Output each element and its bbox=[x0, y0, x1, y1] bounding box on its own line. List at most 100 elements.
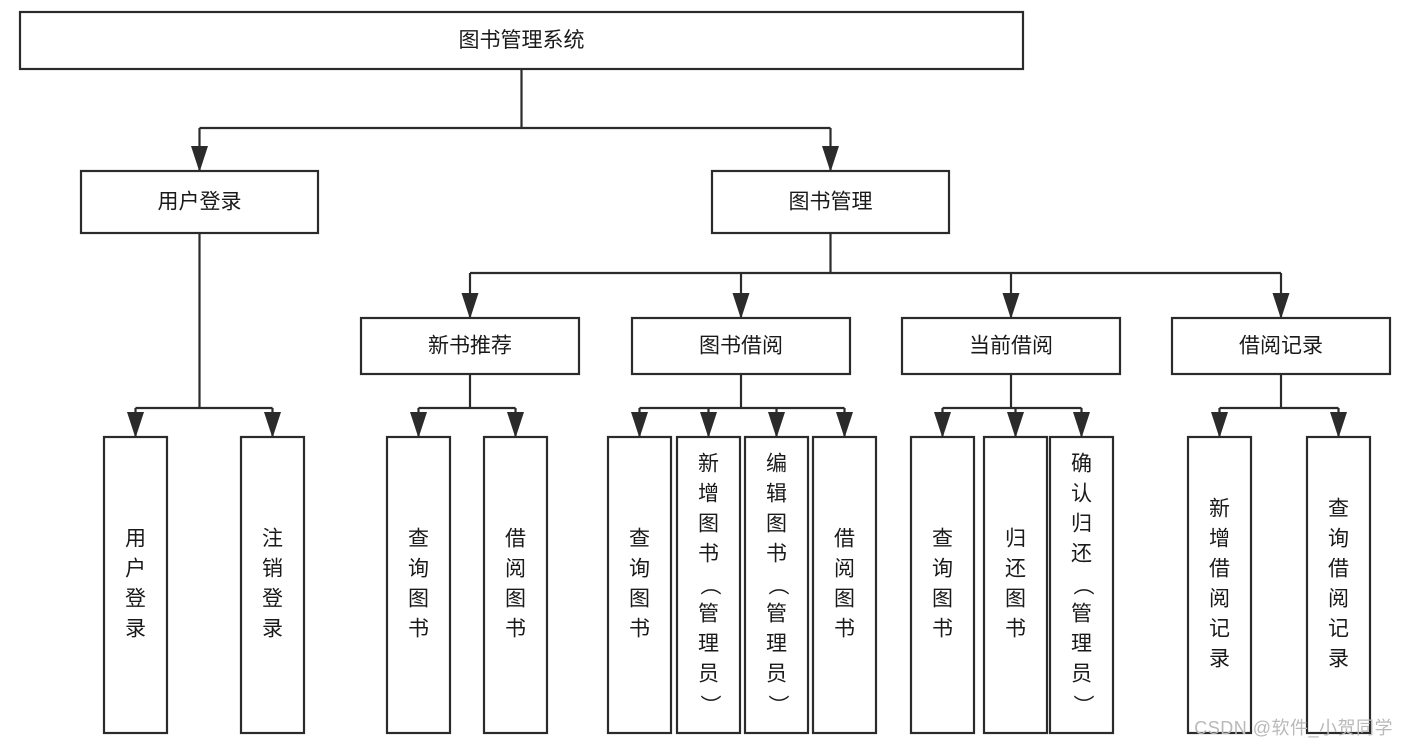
node-label-leaf-borrow-book-recommend-char-0: 借 bbox=[505, 528, 526, 551]
node-label-leaf-user-login-char-2: 登 bbox=[125, 588, 146, 611]
node-label-leaf-borrow-book-char-3: 书 bbox=[834, 618, 855, 641]
node-box-leaf-logout-login bbox=[239, 435, 306, 735]
user-login-to-leaves-arrow-0 bbox=[127, 412, 144, 438]
node-box-user-login bbox=[79, 169, 320, 235]
node-label-leaf-borrow-book-char-1: 阅 bbox=[834, 558, 855, 581]
node-new-book-recommend[interactable]: 新书推荐 bbox=[359, 316, 581, 376]
node-box-leaf-add-book bbox=[675, 435, 742, 735]
node-label-leaf-add-book-char-0: 新 bbox=[698, 453, 719, 476]
node-label-leaf-edit-book-char-7: 员 bbox=[766, 663, 787, 686]
node-label-leaf-query-book-recommend-char-0: 查 bbox=[408, 528, 429, 551]
node-label-leaf-edit-book-char-5: 管 bbox=[766, 603, 787, 626]
book-borrow-to-leaves-arrow-2 bbox=[768, 412, 785, 438]
node-label-leaf-add-book-char-7: 员 bbox=[698, 663, 719, 686]
new-book-recommend-to-leaves-arrow-0 bbox=[410, 412, 427, 438]
node-label-leaf-return-book-char-0: 归 bbox=[1005, 528, 1026, 551]
node-box-book-borrow bbox=[630, 316, 852, 376]
book-borrow-to-leaves-arrow-3 bbox=[836, 412, 853, 438]
node-label-leaf-return-book-char-3: 书 bbox=[1005, 618, 1026, 641]
node-label-leaf-add-book-char-6: 理 bbox=[698, 633, 719, 656]
new-book-recommend-to-leaves-arrow-1 bbox=[507, 412, 524, 438]
node-label-leaf-return-book-char-1: 还 bbox=[1005, 558, 1026, 581]
node-label-leaf-logout-login-char-2: 登 bbox=[262, 588, 283, 611]
node-label-leaf-add-borrow-record-char-1: 增 bbox=[1209, 528, 1230, 551]
node-label-leaf-query-borrow-record-char-5: 录 bbox=[1328, 648, 1349, 671]
node-label-leaf-edit-book-char-3: 书 bbox=[766, 543, 787, 566]
node-label-leaf-confirm-return-char-2: 归 bbox=[1071, 513, 1092, 536]
node-label-leaf-query-book-current-char-0: 查 bbox=[932, 528, 953, 551]
node-label-leaf-edit-book-char-4: （ bbox=[766, 575, 789, 596]
node-label-leaf-edit-book-char-1: 辑 bbox=[766, 483, 787, 506]
node-box-leaf-borrow-book-recommend bbox=[482, 435, 549, 735]
bookmgmt-to-level2-arrow-1 bbox=[732, 293, 750, 319]
node-box-current-borrow bbox=[900, 316, 1122, 376]
node-label-leaf-logout-login-char-3: 录 bbox=[262, 618, 283, 641]
node-box-leaf-edit-book bbox=[743, 435, 810, 735]
node-label-leaf-borrow-book-char-2: 图 bbox=[834, 588, 855, 611]
node-box-leaf-confirm-return bbox=[1048, 435, 1115, 735]
node-label-leaf-query-borrow-record-char-2: 借 bbox=[1328, 558, 1349, 581]
user-login-to-leaves-arrow-1 bbox=[264, 412, 281, 438]
node-label-leaf-confirm-return-char-5: 管 bbox=[1071, 603, 1092, 626]
borrow-record-to-leaves-arrow-0 bbox=[1211, 412, 1228, 438]
node-book-management[interactable]: 图书管理 bbox=[710, 169, 951, 235]
node-label-leaf-user-login-char-1: 户 bbox=[125, 558, 146, 581]
node-label-leaf-query-book-current-char-3: 书 bbox=[932, 618, 953, 641]
node-label-leaf-query-book-borrow-char-0: 查 bbox=[629, 528, 650, 551]
node-root[interactable]: 图书管理系统 bbox=[18, 10, 1025, 71]
root-to-level1-arrow-1 bbox=[822, 146, 839, 172]
node-leaf-user-login[interactable]: 用户登录 bbox=[102, 435, 169, 735]
node-label-leaf-add-book-char-2: 图 bbox=[698, 513, 719, 536]
node-label-leaf-logout-login-char-1: 销 bbox=[262, 558, 283, 581]
node-label-leaf-query-book-borrow-char-3: 书 bbox=[629, 618, 650, 641]
node-label-leaf-user-login-char-0: 用 bbox=[125, 528, 146, 551]
node-book-borrow[interactable]: 图书借阅 bbox=[630, 316, 852, 376]
node-label-leaf-add-book-char-4: （ bbox=[698, 575, 721, 596]
node-label-book-management: 图书管理 bbox=[789, 191, 873, 214]
node-label-leaf-borrow-book-recommend-char-3: 书 bbox=[505, 618, 526, 641]
csdn-watermark: CSDN @软件_小贺同学 bbox=[1194, 718, 1393, 738]
node-label-leaf-query-book-borrow-char-2: 图 bbox=[629, 588, 650, 611]
node-label-leaf-logout-login-char-0: 注 bbox=[262, 528, 283, 551]
node-current-borrow[interactable]: 当前借阅 bbox=[900, 316, 1122, 376]
node-box-new-book-recommend bbox=[359, 316, 581, 376]
node-label-leaf-confirm-return-char-8: ） bbox=[1071, 695, 1094, 716]
node-label-leaf-edit-book-char-8: ） bbox=[766, 695, 789, 716]
node-label-leaf-query-borrow-record-char-4: 记 bbox=[1328, 618, 1349, 641]
node-label-leaf-confirm-return-char-7: 员 bbox=[1071, 663, 1092, 686]
node-box-leaf-query-borrow-record bbox=[1305, 435, 1372, 735]
node-box-leaf-return-book bbox=[982, 435, 1049, 735]
node-label-leaf-add-borrow-record-char-4: 记 bbox=[1209, 618, 1230, 641]
node-label-leaf-add-borrow-record-char-0: 新 bbox=[1209, 498, 1230, 521]
node-label-leaf-borrow-book-recommend-char-1: 阅 bbox=[505, 558, 526, 581]
node-borrow-record[interactable]: 借阅记录 bbox=[1170, 316, 1392, 376]
bookmgmt-to-level2-arrow-2 bbox=[1002, 293, 1020, 319]
node-label-borrow-record: 借阅记录 bbox=[1239, 335, 1323, 358]
book-borrow-to-leaves-arrow-1 bbox=[700, 412, 717, 438]
node-label-leaf-return-book-char-2: 图 bbox=[1005, 588, 1026, 611]
node-label-root: 图书管理系统 bbox=[459, 29, 585, 52]
node-box-leaf-borrow-book bbox=[811, 435, 878, 735]
node-label-leaf-query-borrow-record-char-1: 询 bbox=[1328, 528, 1349, 551]
node-label-current-borrow: 当前借阅 bbox=[969, 335, 1053, 358]
current-borrow-to-leaves-arrow-1 bbox=[1007, 412, 1024, 438]
node-user-login[interactable]: 用户登录 bbox=[79, 169, 320, 235]
node-label-leaf-query-book-recommend-char-3: 书 bbox=[408, 618, 429, 641]
node-label-book-borrow: 图书借阅 bbox=[699, 335, 783, 358]
node-box-borrow-record bbox=[1170, 316, 1392, 376]
node-label-leaf-confirm-return-char-3: 还 bbox=[1071, 543, 1092, 566]
node-label-leaf-query-book-recommend-char-2: 图 bbox=[408, 588, 429, 611]
